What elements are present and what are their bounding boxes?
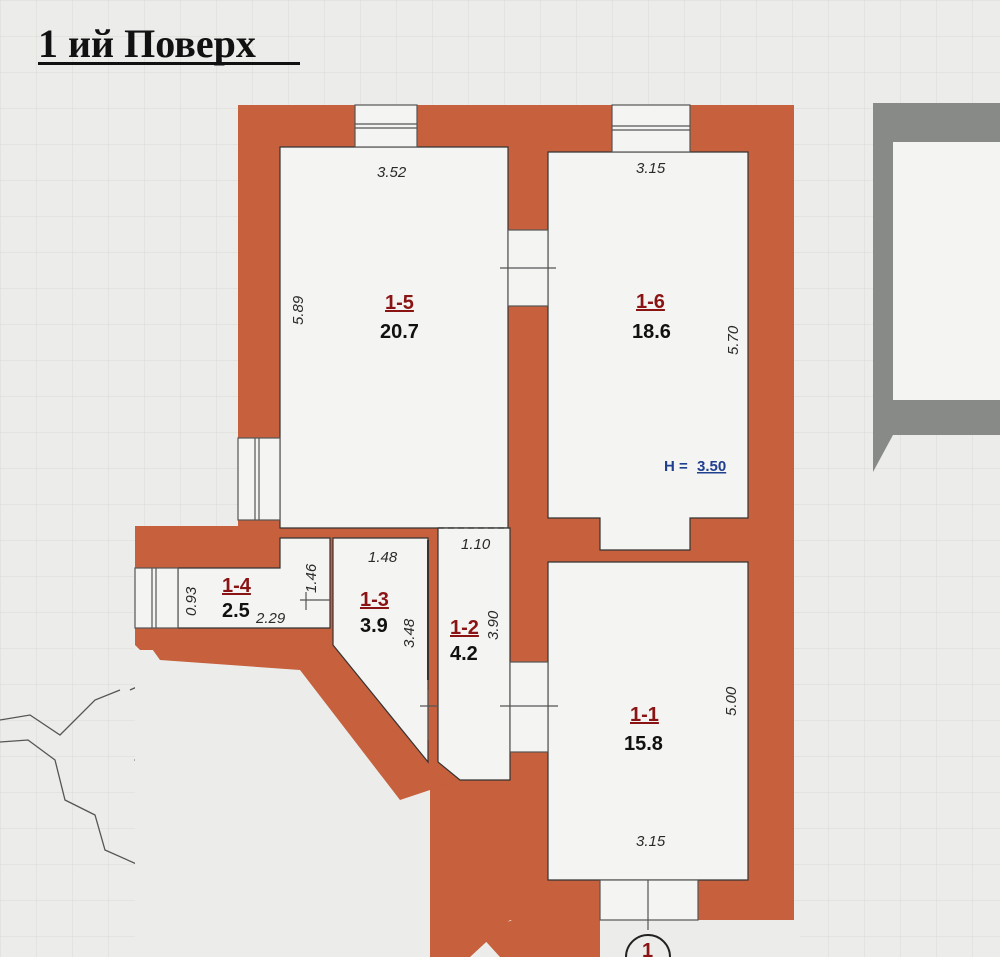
room-1-4-id: 1-4 — [222, 575, 252, 597]
ceiling-height-prefix: H = — [664, 458, 688, 475]
dim-1-2-length: 3.90 — [485, 610, 502, 640]
corridor-diagonal-wall — [135, 625, 600, 957]
dim-1-6-width: 3.15 — [636, 160, 666, 177]
section-marker — [625, 934, 671, 957]
window-1-6-top — [611, 104, 691, 153]
room-1-6-floor — [547, 151, 749, 551]
room-1-6-area: 18.6 — [632, 321, 671, 343]
door-1-1-bottom — [599, 879, 699, 921]
room-1-2-area: 4.2 — [450, 643, 478, 665]
room-1-5-id: 1-5 — [385, 292, 414, 314]
dimensions: 3.52 5.89 3.15 5.70 2.29 0.93 1.46 1.48 … — [183, 160, 742, 850]
dim-1-5-length: 5.89 — [290, 295, 307, 325]
room-labels: 1-5 20.7 1-6 18.6 1-4 2.5 1-3 3.9 1-2 4.… — [222, 291, 671, 755]
dim-1-3-width: 1.48 — [368, 549, 398, 566]
ceiling-height-value: 3.50 — [697, 458, 726, 475]
title-underline — [38, 62, 300, 65]
rooms — [177, 146, 749, 881]
neighbor-building-wall — [873, 103, 1000, 472]
dim-1-2-width: 1.10 — [461, 536, 491, 553]
dim-1-4-width: 2.29 — [255, 610, 286, 627]
room-1-6-id: 1-6 — [636, 291, 665, 313]
dim-1-3-length: 3.48 — [401, 618, 418, 648]
room-1-1-area: 15.8 — [624, 733, 663, 755]
room-1-4-area: 2.5 — [222, 600, 250, 622]
dim-1-6-length: 5.70 — [725, 325, 742, 355]
room-1-1-floor — [547, 561, 749, 881]
dim-1-5-width: 3.52 — [377, 164, 407, 181]
room-1-3-area: 3.9 — [360, 615, 388, 637]
openings — [134, 104, 699, 930]
dim-1-1-width: 3.15 — [636, 833, 666, 850]
dim-1-4-length: 0.93 — [183, 586, 200, 616]
window-1-5-top — [354, 104, 418, 148]
room-1-2-id: 1-2 — [450, 617, 479, 639]
neighbor-building-room — [893, 142, 1000, 400]
room-1-3-id: 1-3 — [360, 589, 389, 611]
outside-bottom-right — [600, 920, 800, 957]
room-1-5-area: 20.7 — [380, 321, 419, 343]
dim-1-46: 1.46 — [303, 563, 320, 593]
room-1-3-floor — [332, 537, 429, 764]
dim-1-1-length: 5.00 — [723, 686, 740, 716]
section-marker-label: 1 — [642, 940, 653, 957]
page-title: 1 ий Поверх — [38, 21, 256, 66]
room-1-1-id: 1-1 — [630, 704, 659, 726]
door-1-2-1-1 — [509, 661, 549, 753]
